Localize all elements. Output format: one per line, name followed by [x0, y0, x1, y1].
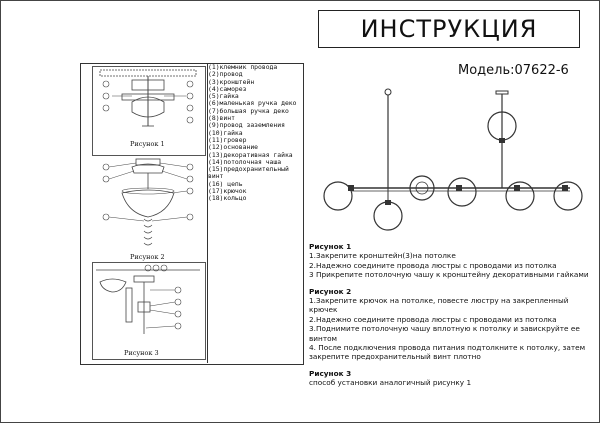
instruction-line: 3.Поднимите потолочную чашу вплотную к п…	[309, 324, 580, 343]
title-text: ИНСТРУКЦИЯ	[360, 15, 538, 43]
instructions-block: Рисунок 1 1.Закрепите кронштейн(3)на пот…	[309, 242, 599, 388]
instruction-line: 1.Закрепите кронштейн(3)на потолке	[309, 251, 456, 261]
figure-2-drawing	[102, 158, 194, 246]
part-item: (3)кронштейн	[208, 77, 255, 86]
part-item: (16) цепь	[208, 179, 243, 188]
figure-1-caption: Рисунок 1	[130, 140, 165, 148]
section-2-heading: Рисунок 2	[309, 286, 352, 296]
part-item: (6)маленькая ручка деко	[208, 99, 297, 108]
figures-panel	[80, 63, 304, 365]
part-item: (5)гайка	[208, 92, 239, 101]
instruction-line: 4. После подключения провода питания под…	[309, 343, 586, 362]
section-1-heading: Рисунок 1	[309, 242, 352, 251]
instruction-line: 2.Надежно соедините провода люстры с про…	[309, 314, 557, 324]
figure-3-drawing	[96, 264, 200, 334]
part-item: (11)гровер	[208, 135, 247, 144]
page-title: ИНСТРУКЦИЯ	[318, 10, 580, 48]
part-item: (15)предохранительный винт	[208, 165, 289, 181]
part-item: (9)провод заземления	[208, 121, 285, 130]
figure-2-caption: Рисунок 2	[130, 253, 165, 261]
part-item: (2)провод	[208, 70, 243, 79]
instruction-line: 2.Надежно соедините провода люстры с про…	[309, 260, 557, 270]
part-item: (14)потолочная чаша	[208, 157, 282, 166]
parts-list: (1)клемник провода (2)провод (3)кронштей…	[208, 63, 302, 203]
figure-3-caption: Рисунок 3	[124, 349, 159, 357]
instruction-line: 1.Закрепите крючок на потолке, повесте л…	[309, 296, 569, 315]
part-item: (18)кольцо	[208, 194, 247, 203]
part-item: (8)винт	[208, 114, 235, 123]
instruction-line: 3 Прикрепите потолочную чашу к кронштейн…	[309, 270, 589, 280]
part-item: (13)декоративная гайка	[208, 150, 293, 159]
part-item: (10)гайка	[208, 128, 243, 137]
part-item: (12)основание	[208, 143, 259, 152]
part-item: (4)саморез	[208, 84, 247, 93]
chandelier-illustration	[323, 88, 583, 231]
panel-divider	[207, 63, 208, 363]
instruction-line: способ установки аналогичный рисунку 1	[309, 378, 472, 388]
model-label: Модель:07622-6	[458, 63, 569, 78]
part-item: (17)крючок	[208, 187, 247, 196]
figure-3-box	[92, 262, 206, 360]
figure-1-box	[92, 66, 206, 156]
section-3-heading: Рисунок 3	[309, 368, 352, 378]
part-item: (7)большая ручка деко	[208, 106, 289, 115]
part-item: (1)клемник провода	[208, 63, 278, 71]
figure-1-drawing	[99, 69, 197, 127]
